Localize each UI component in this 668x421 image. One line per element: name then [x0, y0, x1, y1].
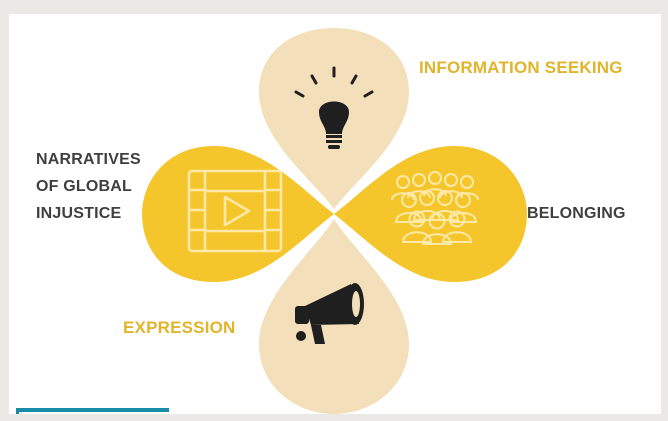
information-seeking-label: INFORMATION SEEKING [419, 58, 623, 77]
narratives-label: NARRATIVES OF GLOBAL INJUSTICE [36, 146, 141, 227]
film-play-icon [187, 169, 283, 253]
narratives-label-line: NARRATIVES [36, 151, 141, 168]
expression-label: EXPRESSION [123, 318, 236, 337]
belonging-label: BELONGING [527, 205, 626, 222]
lightbulb-icon [294, 66, 374, 149]
narratives-label-line: OF GLOBAL [36, 178, 133, 195]
diagram-slide: INFORMATION SEEKING BELONGING NARRATIVES… [9, 14, 661, 414]
narratives-label-line: INJUSTICE [36, 205, 122, 222]
cropped-text-fragment [16, 408, 176, 414]
right-petal [334, 146, 527, 282]
megaphone-icon [295, 283, 364, 344]
petal-diagram [142, 28, 527, 414]
crowd-icon [391, 171, 479, 245]
